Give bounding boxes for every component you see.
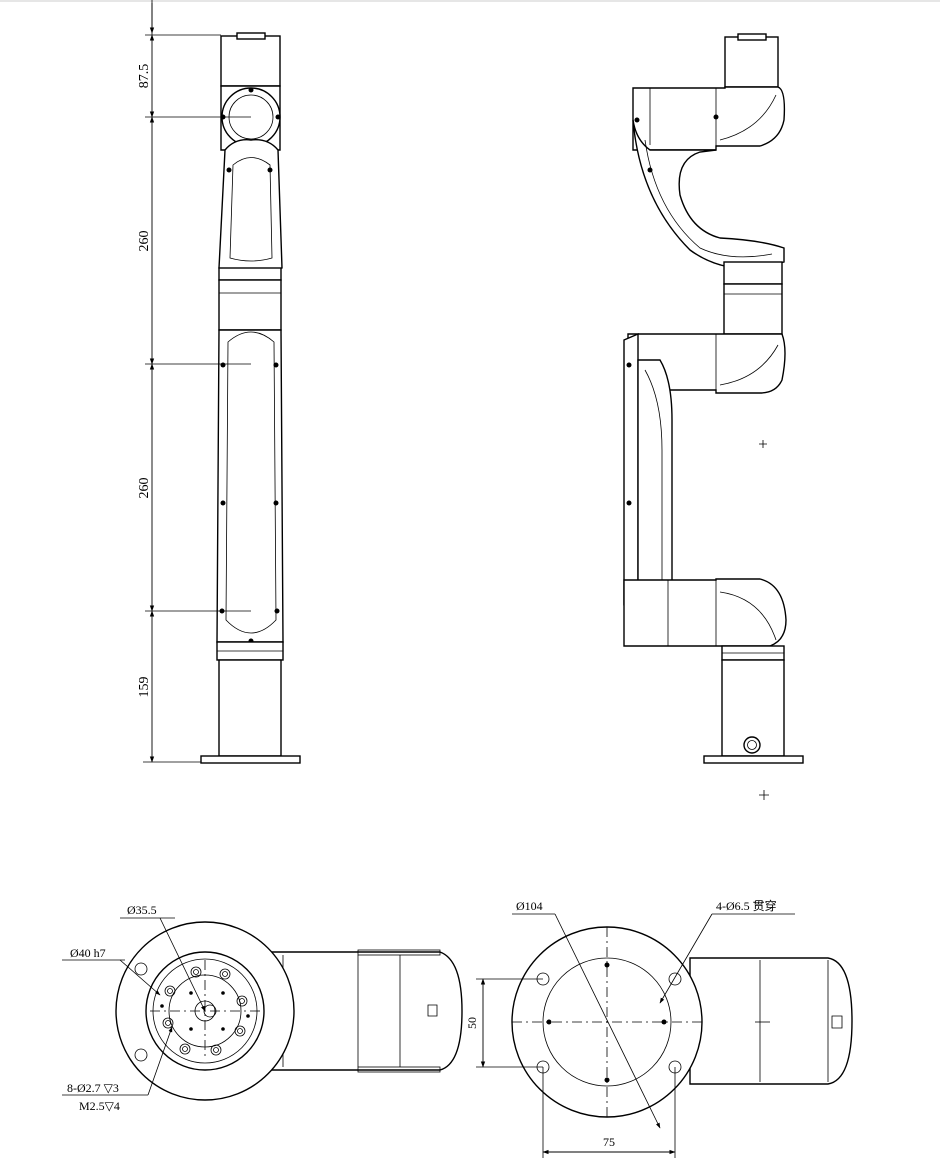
front-view <box>200 32 301 764</box>
dim-base-label: 159 <box>137 677 152 698</box>
flange-bolts <box>162 966 248 1056</box>
dim-forearm-label: 260 <box>137 478 152 499</box>
callout-diameter-base: Ø104 <box>516 899 543 913</box>
front-view-dimensions: 87.5 260 260 159 <box>137 0 251 763</box>
dim-upper-arm-label: 260 <box>137 231 152 252</box>
dim-width-label: 75 <box>603 1135 615 1149</box>
dim-top-label: 87.5 <box>137 64 152 89</box>
base-view <box>476 913 853 1158</box>
callout-mount-holes: 4-Ø6.5 贯穿 <box>716 898 777 913</box>
dim-height-label: 50 <box>465 1017 479 1029</box>
callout-holes-line1: 8-Ø2.7 ▽3 <box>67 1081 119 1095</box>
callout-holes-line2: M2.5▽4 <box>79 1099 120 1113</box>
callout-diameter-shaft: Ø40 h7 <box>70 946 106 960</box>
callout-diameter-inner: Ø35.5 <box>127 903 157 917</box>
side-view <box>623 33 804 800</box>
flange-view <box>62 917 463 1101</box>
